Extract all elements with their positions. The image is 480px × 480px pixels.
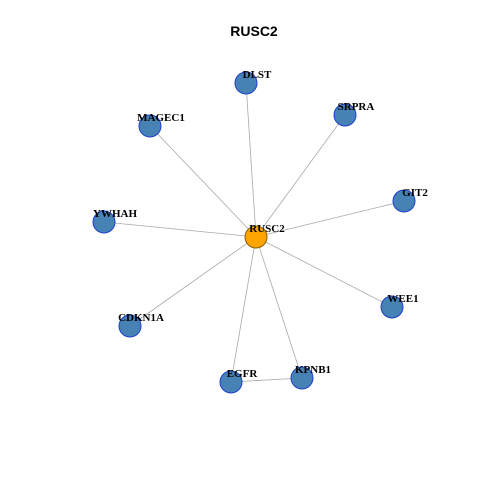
node-label-git2: GIT2 (402, 187, 428, 199)
edge-rusc2-ywhah (103, 221, 257, 238)
edge-rusc2-magec1 (149, 125, 257, 238)
node-dlst[interactable] (234, 71, 258, 95)
node-label-cdkn1a: CDKN1A (118, 312, 164, 324)
node-srpra[interactable] (333, 103, 357, 127)
node-ywhah[interactable] (92, 210, 116, 234)
node-rusc2[interactable] (244, 225, 268, 249)
node-label-srpra: SRPRA (338, 101, 375, 113)
node-git2[interactable] (392, 189, 416, 213)
node-magec1[interactable] (138, 114, 162, 138)
node-label-rusc2: RUSC2 (249, 223, 285, 235)
edge-rusc2-egfr (230, 236, 257, 383)
node-label-kpnb1: KPNB1 (295, 364, 331, 376)
node-kpnb1[interactable] (290, 366, 314, 390)
edge-rusc2-srpra (255, 114, 346, 238)
node-egfr[interactable] (219, 370, 243, 394)
node-label-wee1: WEE1 (387, 293, 418, 305)
node-label-magec1: MAGEC1 (137, 112, 185, 124)
edge-rusc2-kpnb1 (255, 236, 303, 379)
edge-rusc2-git2 (255, 200, 405, 238)
edge-rusc2-dlst (245, 82, 257, 238)
edge-rusc2-wee1 (255, 236, 393, 308)
edge-rusc2-cdkn1a (129, 236, 257, 327)
node-label-egfr: EGFR (227, 368, 259, 380)
nodes-layer (92, 71, 416, 394)
node-label-ywhah: YWHAH (93, 208, 137, 220)
graph-title: RUSC2 (230, 23, 278, 39)
edge-egfr-kpnb1 (230, 377, 303, 383)
node-wee1[interactable] (380, 295, 404, 319)
node-cdkn1a[interactable] (118, 314, 142, 338)
node-label-dlst: DLST (243, 69, 272, 81)
edges-layer (103, 82, 405, 383)
